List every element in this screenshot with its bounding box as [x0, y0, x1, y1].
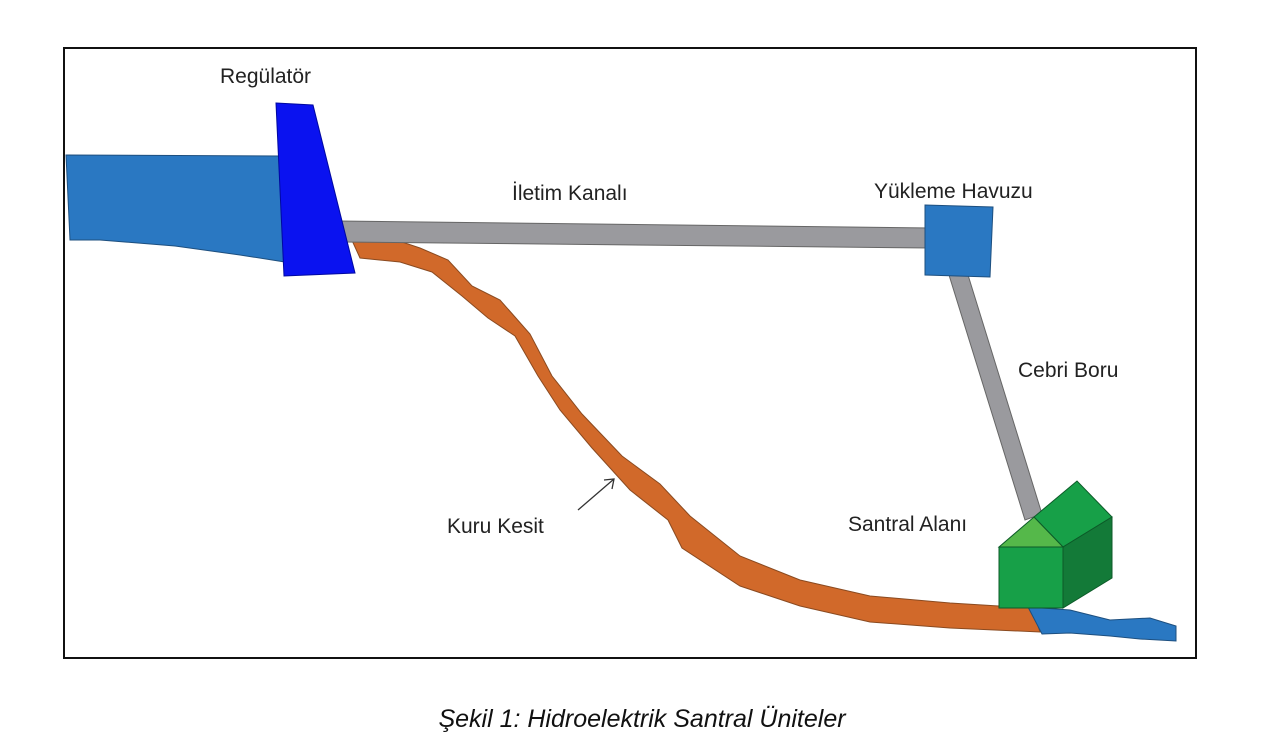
tailrace-river	[1027, 606, 1177, 642]
powerhouse-building	[997, 480, 1113, 609]
label-canal: İletim Kanalı	[512, 182, 628, 205]
dry-riverbed	[349, 235, 1041, 633]
regulator-dam	[275, 102, 356, 277]
figure-caption: Şekil 1: Hidroelektrik Santral Üniteler	[438, 705, 847, 733]
label-penstock: Cebri Boru	[1018, 359, 1118, 382]
forebay	[924, 204, 994, 278]
dry-section-arrow	[577, 478, 615, 511]
label-powerhouse: Santral Alanı	[848, 513, 967, 536]
label-regulator: Regülatör	[220, 65, 311, 88]
label-forebay: Yükleme Havuzu	[874, 180, 1033, 203]
label-dry-section: Kuru Kesit	[447, 515, 544, 538]
